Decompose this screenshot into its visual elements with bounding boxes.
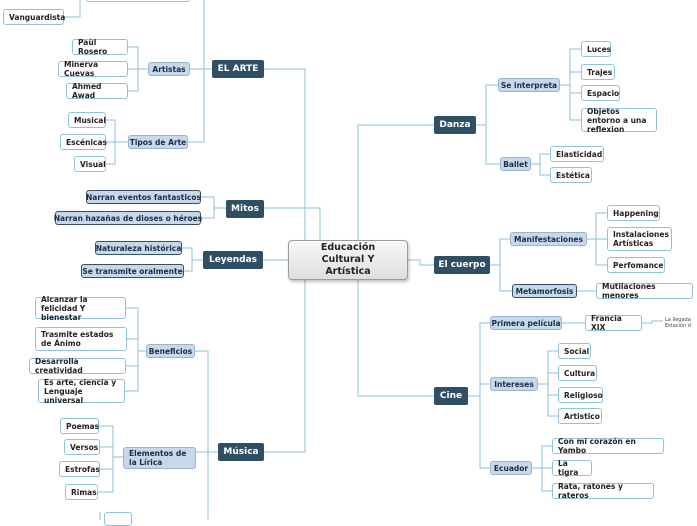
- leaf-perfomance[interactable]: Perfomance: [607, 257, 665, 273]
- subtopic-ballet[interactable]: Ballet: [500, 157, 531, 171]
- leaf-estetica[interactable]: Estética: [550, 167, 592, 183]
- subtopic-narran-hazanas[interactable]: Narran hazañas de dioses o héroes: [54, 211, 202, 225]
- leaf-happening[interactable]: Happening: [607, 205, 660, 221]
- topic-mitos[interactable]: Mitos: [226, 200, 264, 218]
- topic-musica[interactable]: Música: [218, 443, 264, 461]
- leaf-instalaciones[interactable]: Instalaciones Artísticas: [607, 227, 672, 251]
- leaf-lirica-poemas[interactable]: Poemas: [60, 418, 99, 434]
- leaf-mutilaciones[interactable]: Mutilaciones menores: [596, 282, 693, 300]
- subtopic-metamorfosis[interactable]: Metamorfosis: [512, 284, 577, 298]
- subtopic-narran-eventos[interactable]: Narran eventos fantasticos: [86, 190, 201, 204]
- leaf-lirica-versos[interactable]: Versos: [64, 439, 100, 455]
- leaf-tipo-musical[interactable]: Musical: [68, 112, 106, 128]
- topic-el-arte[interactable]: EL ARTE: [212, 60, 264, 78]
- subtopic-beneficios[interactable]: Beneficios: [146, 344, 195, 358]
- leaf-religioso[interactable]: Religioso: [558, 387, 603, 403]
- leaf-lirica-estrofas[interactable]: Estrofas: [59, 461, 100, 477]
- subtopic-se-interpreta[interactable]: Se interpreta: [498, 78, 560, 92]
- leaf-francia-xix[interactable]: Francia XIX: [585, 314, 642, 332]
- leaf-con-mi-corazon[interactable]: Con mi corazón en Yambo: [552, 437, 664, 455]
- leaf-beneficio-1[interactable]: Alcanzar la felicidad Y bienestar: [35, 295, 126, 322]
- leaf-beneficio-2[interactable]: Trasmite estados de Ánimo: [35, 327, 127, 351]
- note-la-llegada: La llegada Estación d: [665, 317, 691, 329]
- subtopic-tipos-de-arte[interactable]: Tipos de Arte: [128, 135, 188, 149]
- topic-danza[interactable]: Danza: [434, 116, 476, 134]
- leaf-trajes[interactable]: Trajes: [581, 64, 615, 80]
- leaf-beneficio-3[interactable]: Desarrolla creatividad: [29, 357, 126, 375]
- subtopic-primera-pelicula[interactable]: Primera película: [490, 316, 562, 330]
- subtopic-naturaleza-historica[interactable]: Naturaleza histórica: [95, 241, 182, 255]
- leaf-elasticidad[interactable]: Elasticidad: [550, 146, 604, 162]
- subtopic-artistas[interactable]: Artistas: [148, 62, 190, 76]
- central-topic[interactable]: Educación Cultural Y Artística: [288, 240, 408, 280]
- leaf-bottom-cropped: [104, 512, 132, 526]
- leaf-cultura[interactable]: Cultura: [558, 365, 597, 381]
- subtopic-se-transmite[interactable]: Se transmite oralmente: [81, 264, 184, 278]
- leaf-tipo-visual[interactable]: Visual: [74, 156, 106, 172]
- leaf-artistico[interactable]: Artistico: [558, 408, 602, 424]
- leaf-beneficio-4[interactable]: Es arte, ciencia y Lenguaje universal: [38, 378, 125, 405]
- leaf-rata-ratones[interactable]: Rata, ratones y rateros: [552, 482, 654, 500]
- leaf-espacio[interactable]: Espacio: [581, 85, 620, 101]
- subtopic-intereses[interactable]: Intereses: [490, 377, 538, 391]
- topic-leyendas[interactable]: Leyendas: [203, 251, 263, 269]
- leaf-la-tigra[interactable]: La tigra: [552, 459, 592, 477]
- leaf-artista-1[interactable]: Paùl Rosero: [72, 38, 128, 56]
- leaf-objetos-entorno[interactable]: Objetos entorno a una reflexion: [581, 107, 657, 134]
- leaf-artista-2[interactable]: Minerva Cuevas: [58, 60, 128, 78]
- subtopic-elementos-lirica[interactable]: Elementos de la Lírica: [123, 447, 196, 469]
- leaf-vanguardista[interactable]: Vanguardista: [3, 9, 65, 25]
- leaf-top-cropped: [86, 0, 190, 2]
- topic-el-cuerpo[interactable]: El cuerpo: [434, 256, 490, 274]
- leaf-artista-3[interactable]: Ahmed Awad: [66, 82, 128, 100]
- leaf-social[interactable]: Social: [558, 343, 591, 359]
- leaf-lirica-rimas[interactable]: Rimas: [65, 484, 98, 500]
- leaf-tipo-escenicas[interactable]: Escénicas: [60, 134, 107, 150]
- leaf-luces[interactable]: Luces: [581, 41, 611, 57]
- topic-cine[interactable]: Cine: [434, 387, 468, 405]
- subtopic-manifestaciones[interactable]: Manifestaciones: [510, 232, 587, 246]
- subtopic-ecuador[interactable]: Ecuador: [490, 461, 532, 475]
